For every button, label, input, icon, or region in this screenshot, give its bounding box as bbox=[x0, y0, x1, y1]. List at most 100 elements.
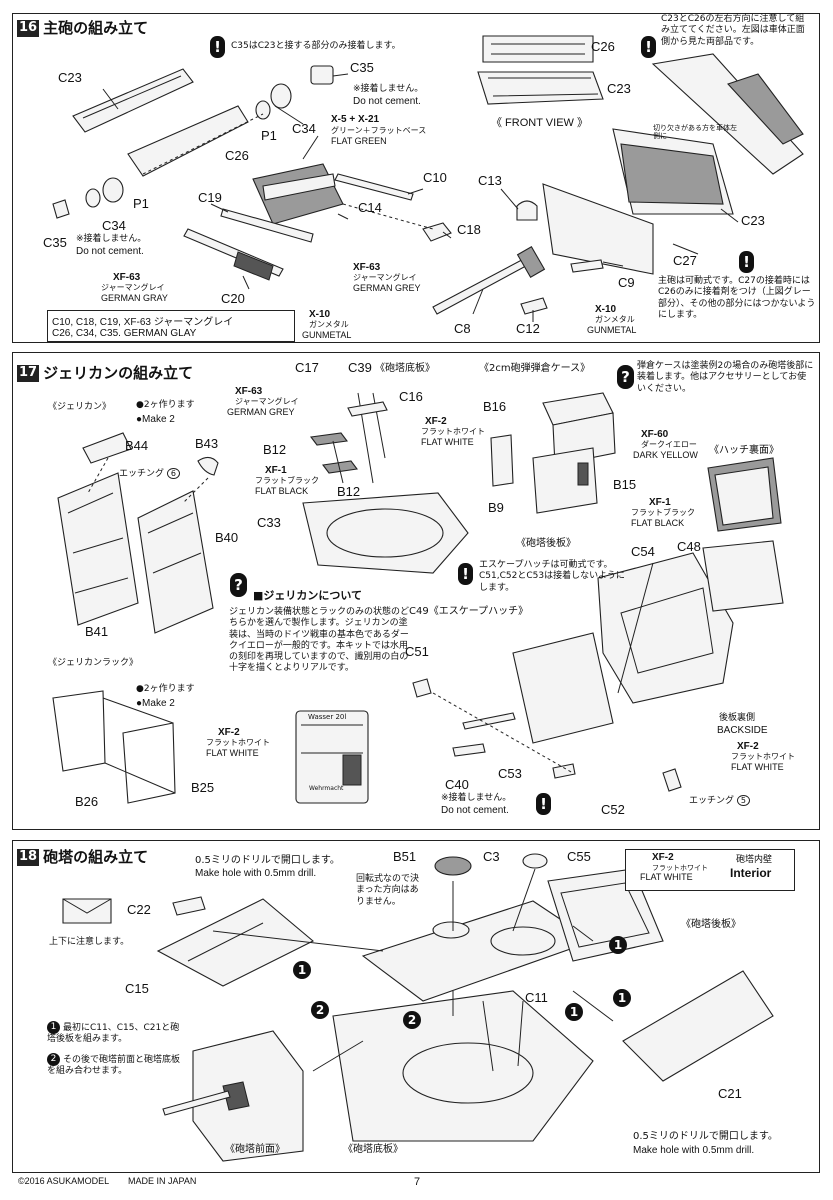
part-label: C23 bbox=[58, 70, 82, 85]
step-number-1: 1 bbox=[613, 989, 631, 1007]
step-number-1: 1 bbox=[609, 936, 627, 954]
paint-name-en: FLAT BLACK bbox=[255, 486, 309, 496]
turret-rear-header: 《砲塔後板》 bbox=[516, 538, 576, 549]
part-label: C13 bbox=[478, 173, 502, 188]
caution-icon: ! bbox=[739, 251, 754, 273]
paint-name-jp: フラットホワイト bbox=[731, 752, 795, 761]
part-label: B41 bbox=[85, 624, 109, 639]
parts-paint-box: C10, C18, C19, XF-63 ジャーマングレイ C26, C34, … bbox=[47, 310, 295, 342]
part-label: B44 bbox=[125, 438, 149, 453]
part-label: P1 bbox=[261, 128, 277, 143]
step-number-1: 1 bbox=[293, 961, 311, 979]
jerrycan-header: 《ジェリカン》 bbox=[48, 402, 112, 412]
caution-icon: ! bbox=[458, 563, 473, 585]
make2-note: ●2ヶ作ります bbox=[136, 400, 195, 410]
paint-name-jp: フラットブラック bbox=[631, 508, 695, 517]
question-icon: ? bbox=[617, 365, 634, 389]
no-cement-note: ※接着しません。 bbox=[76, 234, 147, 244]
drill-note-bottom-en: Make hole with 0.5mm drill. bbox=[633, 1145, 755, 1156]
part-label: C16 bbox=[399, 389, 423, 404]
paint-name-jp: ダークイエロー bbox=[641, 440, 697, 449]
part-label: C20 bbox=[221, 291, 245, 306]
about-jerrycan-text: ジェリカン装備状態とラックのみの状態のどちらかを選んで製作します。ジェリカンの塗… bbox=[229, 607, 410, 674]
paint-name-en: GUNMETAL bbox=[302, 330, 352, 340]
no-cement-note-en: Do not cement. bbox=[441, 805, 509, 816]
paint-name-jp: ジャーマングレイ bbox=[101, 283, 165, 292]
paint-name-en: GERMAN GREY bbox=[227, 407, 295, 417]
step-number-1: 1 bbox=[565, 1003, 583, 1021]
paint-code: XF-2 bbox=[218, 727, 240, 738]
part-label: B43 bbox=[195, 436, 219, 451]
part-label: B26 bbox=[75, 794, 99, 809]
about-jerrycan-title: ■ジェリカンについて bbox=[253, 589, 363, 602]
part-label: C26 bbox=[225, 148, 249, 163]
part-label: P1 bbox=[133, 196, 149, 211]
part-label: C3 bbox=[483, 849, 500, 864]
hatch-back-header: 《ハッチ裏面》 bbox=[709, 445, 779, 456]
jerrycan-stamp: Wehrmacht bbox=[309, 785, 344, 792]
part-label: B16 bbox=[483, 399, 507, 414]
step-16-drawing bbox=[52, 35, 804, 322]
part-label: C23 bbox=[607, 81, 631, 96]
part-label: C39 bbox=[348, 360, 372, 375]
part-label: C17 bbox=[295, 360, 319, 375]
no-cement-note-en: Do not cement. bbox=[76, 246, 144, 257]
updown-note: 上下に注意します。 bbox=[49, 937, 130, 947]
step-17-drawing bbox=[52, 392, 784, 804]
turret-floor-header: 《砲塔底板》 bbox=[375, 363, 435, 374]
part-label: C34 bbox=[102, 218, 126, 233]
part-label: C12 bbox=[516, 321, 540, 336]
make2-note-en: ●Make 2 bbox=[136, 414, 175, 425]
make2-note: ●2ヶ作ります bbox=[136, 684, 195, 694]
etching-6-label: エッチング 6 bbox=[119, 468, 180, 480]
part-label: C55 bbox=[567, 849, 591, 864]
drill-note-top: 0.5ミリのドリルで開口します。 bbox=[195, 855, 340, 866]
gun-movable-note: 主砲は可動式です。C27の接着時にはC26のみに接着剤をつけ（上図グレー部分）、… bbox=[658, 276, 816, 320]
part-label: C33 bbox=[257, 515, 281, 530]
front-view-label: 《 FRONT VIEW 》 bbox=[491, 117, 588, 129]
part-label: C27 bbox=[673, 253, 697, 268]
part-label: C52 bbox=[601, 802, 625, 817]
part-label: C9 bbox=[618, 275, 635, 290]
part-label: C51 bbox=[405, 644, 429, 659]
ammo-case-header: 《2cm砲弾弾倉ケース》 bbox=[479, 363, 591, 374]
paint-code: X-10 bbox=[595, 304, 617, 315]
part-label: C10 bbox=[423, 170, 447, 185]
paint-code: XF-2 bbox=[425, 416, 447, 427]
step-18-drawing bbox=[62, 853, 774, 1162]
part-label: C40 bbox=[445, 777, 469, 792]
part-label: C14 bbox=[358, 200, 382, 215]
part-label: B15 bbox=[613, 477, 637, 492]
turret-floor-label: 《砲塔底板》 bbox=[343, 1144, 403, 1155]
turret-front-label: 《砲塔前面》 bbox=[225, 1144, 285, 1155]
step-number-2: 2 bbox=[403, 1011, 421, 1029]
part-label: C11 bbox=[525, 990, 548, 1005]
paint-name-jp: ガンメタル bbox=[309, 320, 349, 329]
part-label: C53 bbox=[498, 766, 522, 781]
made-in: MADE IN JAPAN bbox=[128, 1176, 197, 1186]
caution-icon: ! bbox=[536, 793, 551, 815]
step-number-2: 2 bbox=[311, 1001, 329, 1019]
caution-icon: ! bbox=[641, 36, 656, 58]
part-label: C48 bbox=[677, 539, 701, 554]
no-cement-note: ※接着しません。 bbox=[441, 793, 512, 803]
part-label: B51 bbox=[393, 849, 417, 864]
paint-code: XF-63 bbox=[235, 386, 263, 397]
paint-name-en: FLAT WHITE bbox=[421, 437, 474, 447]
part-label: C22 bbox=[127, 902, 151, 917]
caution-icon: ! bbox=[210, 36, 225, 58]
backside-label-jp: 後板裏側 bbox=[719, 713, 756, 723]
jerrycan-stamp: Wasser 20l bbox=[308, 713, 347, 721]
part-label: B12 bbox=[337, 484, 361, 499]
part-label: B9 bbox=[488, 500, 504, 515]
part-label: C21 bbox=[718, 1086, 742, 1101]
part-label: C18 bbox=[457, 222, 481, 237]
drill-note-bottom: 0.5ミリのドリルで開口します。 bbox=[633, 1131, 778, 1142]
interior-paint-box: XF-2 フラットホワイト FLAT WHITE 砲塔内壁 Interior bbox=[625, 849, 795, 891]
paint-code: X-10 bbox=[309, 309, 331, 320]
